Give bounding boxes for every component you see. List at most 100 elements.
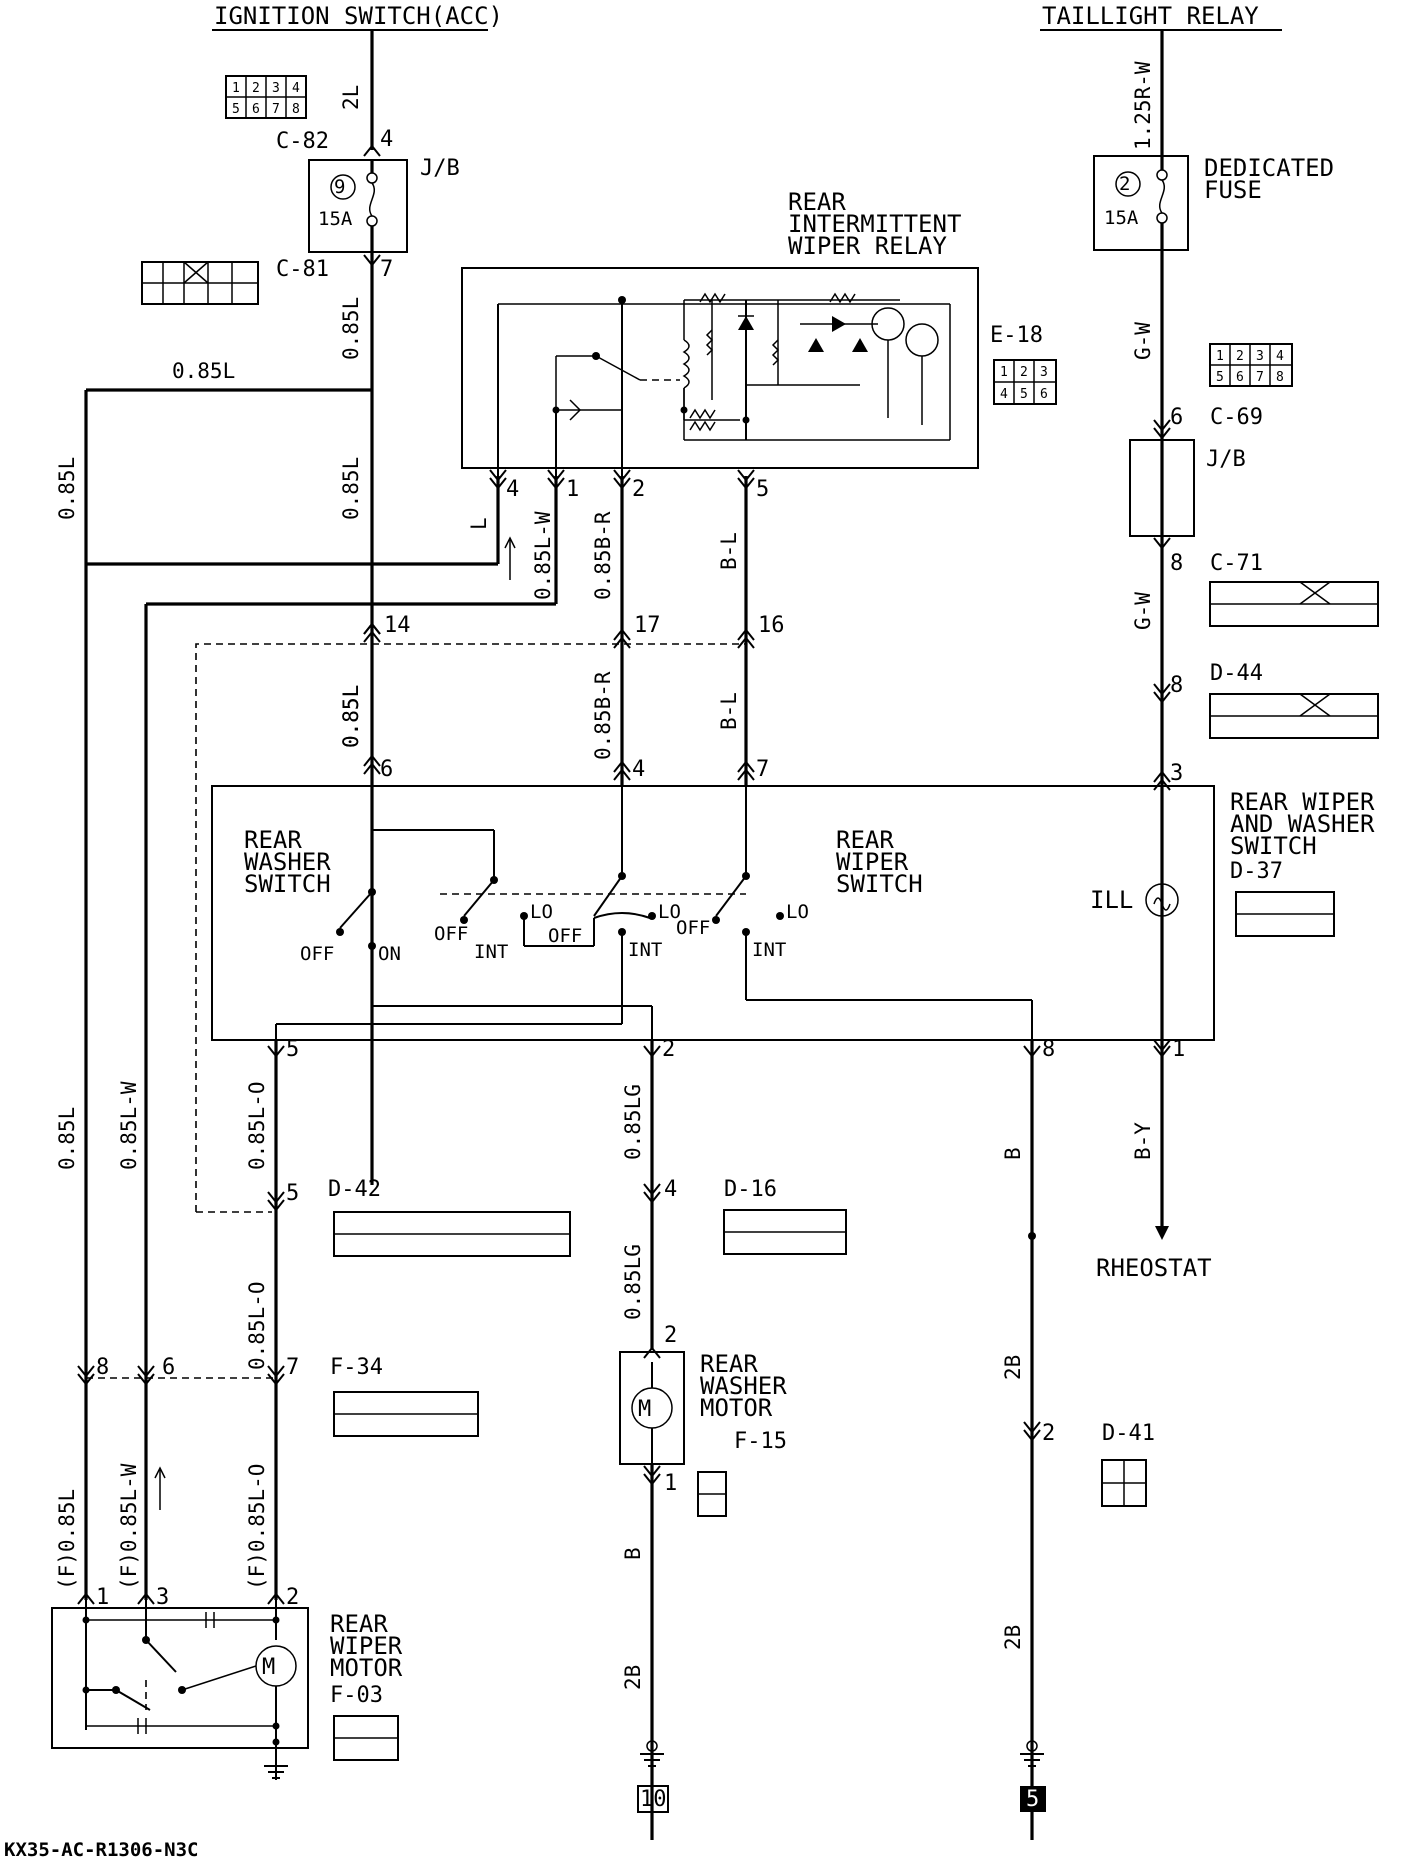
connector-d42-icon: [333, 1211, 571, 1257]
pin-c71-8: 8: [1170, 551, 1183, 576]
switch-title-1: REAR WIPER: [1230, 788, 1375, 816]
pin-f34-7: 7: [286, 1355, 299, 1380]
washer-off-label: OFF: [300, 943, 334, 965]
wire-085l-left-lower: 0.85L: [55, 1107, 79, 1170]
connector-c69-label: C-69: [1210, 405, 1263, 430]
washer-switch-label-3: SWITCH: [244, 870, 331, 898]
washer-on-label: ON: [378, 943, 401, 965]
wiper-pin-3: 3: [156, 1585, 169, 1610]
svg-text:1: 1: [1000, 365, 1008, 380]
wire-2b-right-upper: 2B: [1001, 1355, 1025, 1380]
rheostat-label: RHEOSTAT: [1096, 1254, 1212, 1282]
washer-motor-label-2: WASHER: [700, 1372, 787, 1400]
washer-switch-label-2: WASHER: [244, 848, 331, 876]
connector-d42-label: D-42: [328, 1177, 381, 1202]
switch-pin-2: 2: [662, 1037, 675, 1062]
connector-d16-icon: [723, 1209, 847, 1255]
connector-c71-icon: [1209, 581, 1379, 627]
pin-c69-6: 6: [1170, 405, 1183, 430]
relay-pin-2: 2: [632, 477, 645, 502]
connector-c81-label: C-81: [276, 257, 329, 282]
svg-text:1: 1: [232, 81, 240, 96]
relay-pin-1: 1: [566, 477, 579, 502]
svg-text:7: 7: [272, 102, 280, 117]
wire-085l-horizontal: 0.85L: [172, 359, 235, 383]
switch-lo-1: LO: [530, 901, 553, 923]
wire-085lw-left-lower: 0.85L-W: [117, 1081, 141, 1170]
wire-085br-lower: 0.85B-R: [591, 671, 615, 760]
relay-title-1: REAR: [788, 188, 846, 216]
wire-085br-top: 0.85B-R: [591, 511, 615, 600]
wiper-pin-1: 1: [96, 1585, 109, 1610]
switch-pin-7: 7: [756, 757, 769, 782]
connector-f03-label: F-03: [330, 1683, 383, 1708]
pin-d41-2: 2: [1042, 1421, 1055, 1446]
pin-d16-4: 4: [664, 1177, 677, 1202]
switch-pin-5: 5: [286, 1037, 299, 1062]
svg-text:4: 4: [1000, 387, 1008, 402]
washer-motor-label-3: MOTOR: [700, 1394, 773, 1422]
switch-int-1: INT: [474, 941, 508, 963]
taillight-relay-label: TAILLIGHT RELAY: [1042, 2, 1259, 30]
connector-d37-icon: [1235, 891, 1335, 937]
connector-c71-label: C-71: [1210, 551, 1263, 576]
pin-d37-3: 3: [1170, 761, 1183, 786]
lower-wires: [86, 1040, 1171, 1840]
wire-2b-right-lower: 2B: [1001, 1625, 1025, 1650]
right-jb-label: J/B: [1206, 447, 1246, 472]
ignition-switch-label: IGNITION SWITCH(ACC): [214, 2, 503, 30]
wire-gw-top: G-W: [1131, 322, 1155, 360]
svg-text:6: 6: [1236, 370, 1244, 385]
pin-d44-8: 8: [1170, 673, 1183, 698]
switch-contacts: [275, 786, 1163, 1040]
shield-dashed-line: [195, 643, 746, 1212]
relay-title-2: INTERMITTENT: [788, 210, 961, 238]
dedicated-fuse-label-1: DEDICATED: [1204, 154, 1334, 182]
switch-pin-4: 4: [632, 757, 645, 782]
dedicated-fuse-label-2: FUSE: [1204, 176, 1262, 204]
wire-f085lw: (F)0.85L-W: [117, 1463, 141, 1590]
connector-d41-label: D-41: [1102, 1421, 1155, 1446]
relay-pin-5: 5: [756, 477, 769, 502]
svg-text:3: 3: [1040, 365, 1048, 380]
fuse-right-amp: 15A: [1104, 207, 1139, 229]
svg-text:4: 4: [1276, 349, 1284, 364]
switch-box: [211, 785, 1215, 1041]
pin-f34-6: 6: [162, 1355, 175, 1380]
ill-label: ILL: [1090, 886, 1133, 914]
connector-e18-label: E-18: [990, 323, 1043, 348]
wire-085l-mid: 0.85L: [339, 457, 363, 520]
relay-title-3: WIPER RELAY: [788, 232, 947, 260]
ground-10-label: 10: [640, 1787, 667, 1812]
relay-pin-4: 4: [506, 477, 519, 502]
wire-b-right: B: [1001, 1147, 1025, 1160]
wire-085lo-lower: 0.85L-O: [245, 1281, 269, 1370]
wire-by: B-Y: [1131, 1122, 1155, 1160]
wire-l: L: [467, 517, 491, 530]
washer-motor-label-1: REAR: [700, 1350, 758, 1378]
relay-output-wires: [363, 476, 755, 785]
ground-5-icon: [1020, 1740, 1046, 1812]
svg-text:2: 2: [1020, 365, 1028, 380]
relay-box: [461, 267, 979, 469]
wire-125rw: 1.25R-W: [1131, 61, 1155, 150]
pin-f15-2: 2: [664, 1323, 677, 1348]
relay-internal-circuit: [497, 292, 951, 476]
svg-text:5: 5: [1020, 387, 1028, 402]
wire-085l-left-bus: 0.85L: [55, 457, 79, 520]
wiper-switch-label-3: SWITCH: [836, 870, 923, 898]
svg-text:8: 8: [292, 102, 300, 117]
switch-off-2: OFF: [548, 925, 582, 947]
switch-int-2: INT: [628, 939, 662, 961]
wiper-pin-2: 2: [286, 1585, 299, 1610]
ground-5-label: 5: [1026, 1787, 1039, 1812]
wire-gw-mid: G-W: [1131, 592, 1155, 630]
wiper-motor: M: [51, 1592, 309, 1780]
wire-2l: 2L: [339, 85, 363, 110]
switch-lo-3: LO: [786, 901, 809, 923]
wire-085l-top: 0.85L: [339, 297, 363, 360]
connector-d37-label: D-37: [1230, 859, 1283, 884]
fuse-left-number: 9: [334, 176, 345, 198]
